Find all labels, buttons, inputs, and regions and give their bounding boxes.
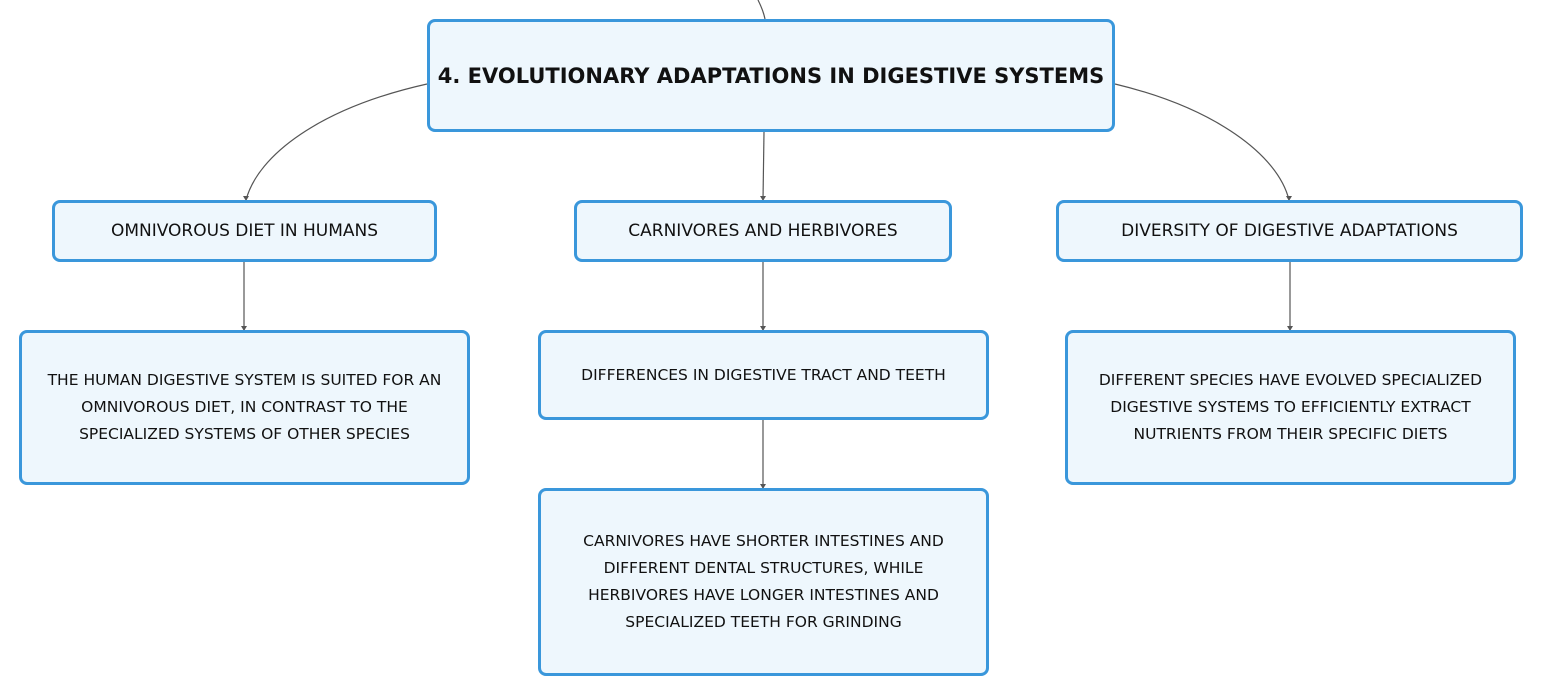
branch-node-label: DIVERSITY OF DIGESTIVE ADAPTATIONS <box>1121 221 1458 241</box>
branch-node-label: CARNIVORES AND HERBIVORES <box>628 221 898 241</box>
root-node[interactable]: 4. EVOLUTIONARY ADAPTATIONS IN DIGESTIVE… <box>427 19 1115 132</box>
connector-root-to-diversity <box>1114 83 1290 201</box>
branch-node-omnivorous-diet[interactable]: OMNIVOROUS DIET IN HUMANS <box>52 200 437 262</box>
arrowhead-differences <box>760 326 766 331</box>
arrowhead-human <box>241 326 247 331</box>
leaf-node-text: CARNIVORES HAVE SHORTER INTESTINES AND D… <box>583 532 944 631</box>
leaf-node-text: DIFFERENCES IN DIGESTIVE TRACT AND TEETH <box>581 365 946 384</box>
branch-node-diversity[interactable]: DIVERSITY OF DIGESTIVE ADAPTATIONS <box>1056 200 1523 262</box>
arrowhead-intestines <box>760 484 766 489</box>
leaf-node-differences[interactable]: DIFFERENCES IN DIGESTIVE TRACT AND TEETH <box>538 330 989 420</box>
root-node-title: 4. EVOLUTIONARY ADAPTATIONS IN DIGESTIVE… <box>437 63 1105 88</box>
leaf-node-text: DIFFERENT SPECIES HAVE EVOLVED SPECIALIZ… <box>1098 371 1483 443</box>
leaf-node-specialized-species[interactable]: DIFFERENT SPECIES HAVE EVOLVED SPECIALIZ… <box>1065 330 1516 485</box>
leaf-node-human-digestive-system[interactable]: THE HUMAN DIGESTIVE SYSTEM IS SUITED FOR… <box>19 330 470 485</box>
arrowhead-carnivores <box>760 196 766 201</box>
arrowhead-species <box>1287 326 1293 331</box>
branch-node-label: OMNIVOROUS DIET IN HUMANS <box>110 221 379 241</box>
leaf-node-intestines-teeth[interactable]: CARNIVORES HAVE SHORTER INTESTINES AND D… <box>538 488 989 676</box>
arrowhead-omnivorous <box>243 196 249 201</box>
connector-root-to-carnivores <box>762 131 765 201</box>
arrowhead-diversity <box>1286 196 1292 201</box>
branch-node-carnivores-herbivores[interactable]: CARNIVORES AND HERBIVORES <box>574 200 952 262</box>
connector-root-to-omnivorous <box>245 83 428 201</box>
connector-parent-to-root <box>757 0 766 20</box>
leaf-node-text: THE HUMAN DIGESTIVE SYSTEM IS SUITED FOR… <box>47 371 442 443</box>
